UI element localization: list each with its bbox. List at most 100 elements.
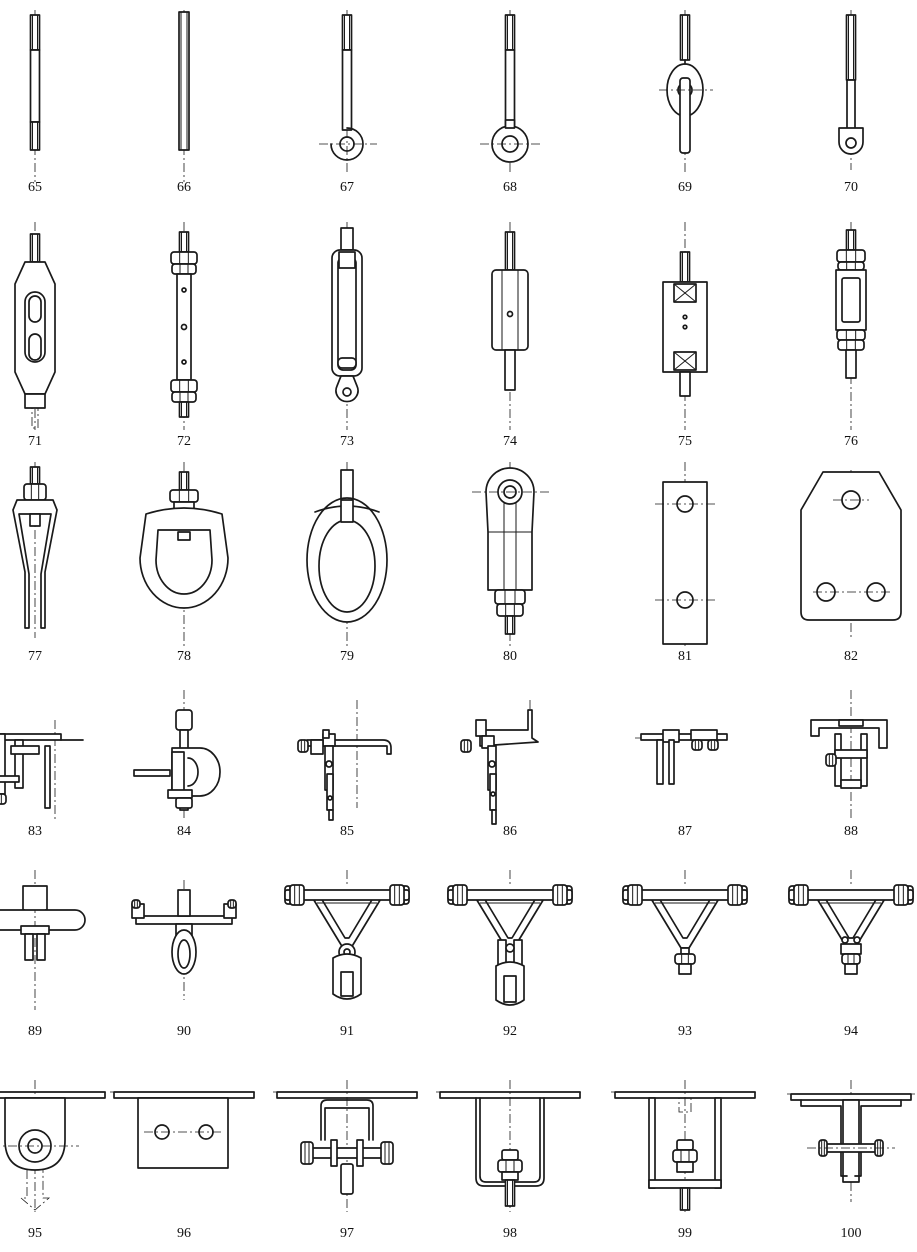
figure-label-81: 81 <box>678 649 692 664</box>
threaded-rod-short-drawing <box>29 10 41 182</box>
figure-100: 100 <box>776 1080 917 1252</box>
beam-clamp-hook-drawing <box>133 690 221 818</box>
pipe-turnbuckle-drawing <box>170 222 198 430</box>
figure-label-80: 80 <box>503 649 517 664</box>
figure-label-73: 73 <box>340 434 354 449</box>
threaded-rod-full-drawing <box>178 10 190 182</box>
figure-92: 92 <box>435 870 585 1050</box>
flat-clamp-drawing <box>635 729 728 785</box>
figure-77: 77 <box>0 462 110 675</box>
figure-84: 84 <box>109 690 259 850</box>
figure-label-65: 65 <box>28 180 42 195</box>
figure-79: 79 <box>272 462 422 675</box>
figure-label-95: 95 <box>28 1226 42 1241</box>
figure-label-88: 88 <box>844 824 858 839</box>
figure-70: 70 <box>776 10 917 206</box>
figure-label-94: 94 <box>844 1024 858 1039</box>
figure-72: 72 <box>109 222 259 460</box>
block-turnbuckle-drawing <box>662 222 708 430</box>
figure-83: 83 <box>0 690 110 850</box>
figure-label-71: 71 <box>28 434 42 449</box>
figure-88: 88 <box>776 690 917 850</box>
figure-75: 75 <box>610 222 760 460</box>
figure-label-68: 68 <box>503 180 517 195</box>
three-hole-plate-drawing <box>800 470 902 638</box>
figure-label-87: 87 <box>678 824 692 839</box>
figure-66: 66 <box>109 10 259 206</box>
figure-98: 98 <box>435 1080 585 1252</box>
channel-rod-drawing <box>611 1080 759 1212</box>
c-clamp-drawing <box>0 720 84 820</box>
triangle-hanger-nut-drawing <box>622 870 748 975</box>
figure-label-75: 75 <box>678 434 692 449</box>
lug-attachment-drawing <box>0 1080 109 1212</box>
figure-82: 82 <box>776 462 917 675</box>
figure-label-90: 90 <box>177 1024 191 1039</box>
figure-80: 80 <box>435 462 585 675</box>
figure-85: 85 <box>272 690 422 850</box>
figure-label-86: 86 <box>503 824 517 839</box>
t-bracket-pin-drawing <box>787 1080 915 1202</box>
figure-label-97: 97 <box>340 1226 354 1241</box>
figure-87: 87 <box>610 690 760 850</box>
figure-95: 95 <box>0 1080 110 1252</box>
figure-label-91: 91 <box>340 1024 354 1039</box>
figure-label-96: 96 <box>177 1226 191 1241</box>
figure-73: 73 <box>272 222 422 460</box>
figure-90: 90 <box>109 870 259 1050</box>
figure-69: 69 <box>610 10 760 206</box>
figure-label-74: 74 <box>503 434 517 449</box>
figure-94: 94 <box>776 870 917 1050</box>
figure-label-72: 72 <box>177 434 191 449</box>
figure-label-70: 70 <box>844 180 858 195</box>
figure-91: 91 <box>272 870 422 1050</box>
double-hook-drawing <box>0 870 86 1010</box>
eye-socket-drawing <box>472 462 550 648</box>
figure-89: 89 <box>0 870 110 1050</box>
figure-label-76: 76 <box>844 434 858 449</box>
figure-label-93: 93 <box>678 1024 692 1039</box>
figure-label-100: 100 <box>840 1226 862 1241</box>
pivot-eye-rod-drawing <box>659 10 713 172</box>
swivel-ring-drawing <box>139 462 229 648</box>
window-coupling-drawing <box>835 222 867 430</box>
figure-label-67: 67 <box>340 180 354 195</box>
figure-93: 93 <box>610 870 760 1050</box>
t-clamp-ring-drawing <box>131 880 237 1000</box>
fork-clevis-drawing <box>12 462 58 638</box>
figure-label-78: 78 <box>177 649 191 664</box>
figure-label-99: 99 <box>678 1226 692 1241</box>
figure-label-98: 98 <box>503 1226 517 1241</box>
oval-ring-drawing <box>306 462 388 648</box>
figure-71: 71 <box>0 222 110 460</box>
figure-67: 67 <box>272 10 422 206</box>
triangle-hanger-links-drawing <box>447 870 573 1006</box>
triangle-hanger-swivel-drawing <box>284 870 410 1000</box>
figure-78: 78 <box>109 462 259 675</box>
figure-label-69: 69 <box>678 180 692 195</box>
figure-label-66: 66 <box>177 180 191 195</box>
coupling-nut-drawing <box>491 222 529 430</box>
figure-96: 96 <box>109 1080 259 1252</box>
figure-label-84: 84 <box>177 824 191 839</box>
hook-clamp-rod-drawing <box>297 700 392 821</box>
plate-attachment-drawing <box>110 1091 258 1169</box>
figure-label-92: 92 <box>503 1024 517 1039</box>
figure-label-82: 82 <box>844 649 858 664</box>
figure-97: 97 <box>272 1080 422 1252</box>
eye-rod-drawing <box>480 10 542 172</box>
figure-99: 99 <box>610 1080 760 1252</box>
figure-76: 76 <box>776 222 917 460</box>
figure-86: 86 <box>435 690 585 850</box>
figure-label-85: 85 <box>340 824 354 839</box>
figure-74: 74 <box>435 222 585 460</box>
strap-rod-drawing <box>436 1080 584 1212</box>
triangle-hanger-pin-drawing <box>788 870 914 975</box>
figure-label-89: 89 <box>28 1024 42 1039</box>
figure-label-79: 79 <box>340 649 354 664</box>
turnbuckle-open-drawing <box>14 222 56 430</box>
figure-81: 81 <box>610 462 760 675</box>
open-hook-rod-drawing <box>319 10 377 172</box>
clamp-bracket-drawing <box>810 690 888 818</box>
